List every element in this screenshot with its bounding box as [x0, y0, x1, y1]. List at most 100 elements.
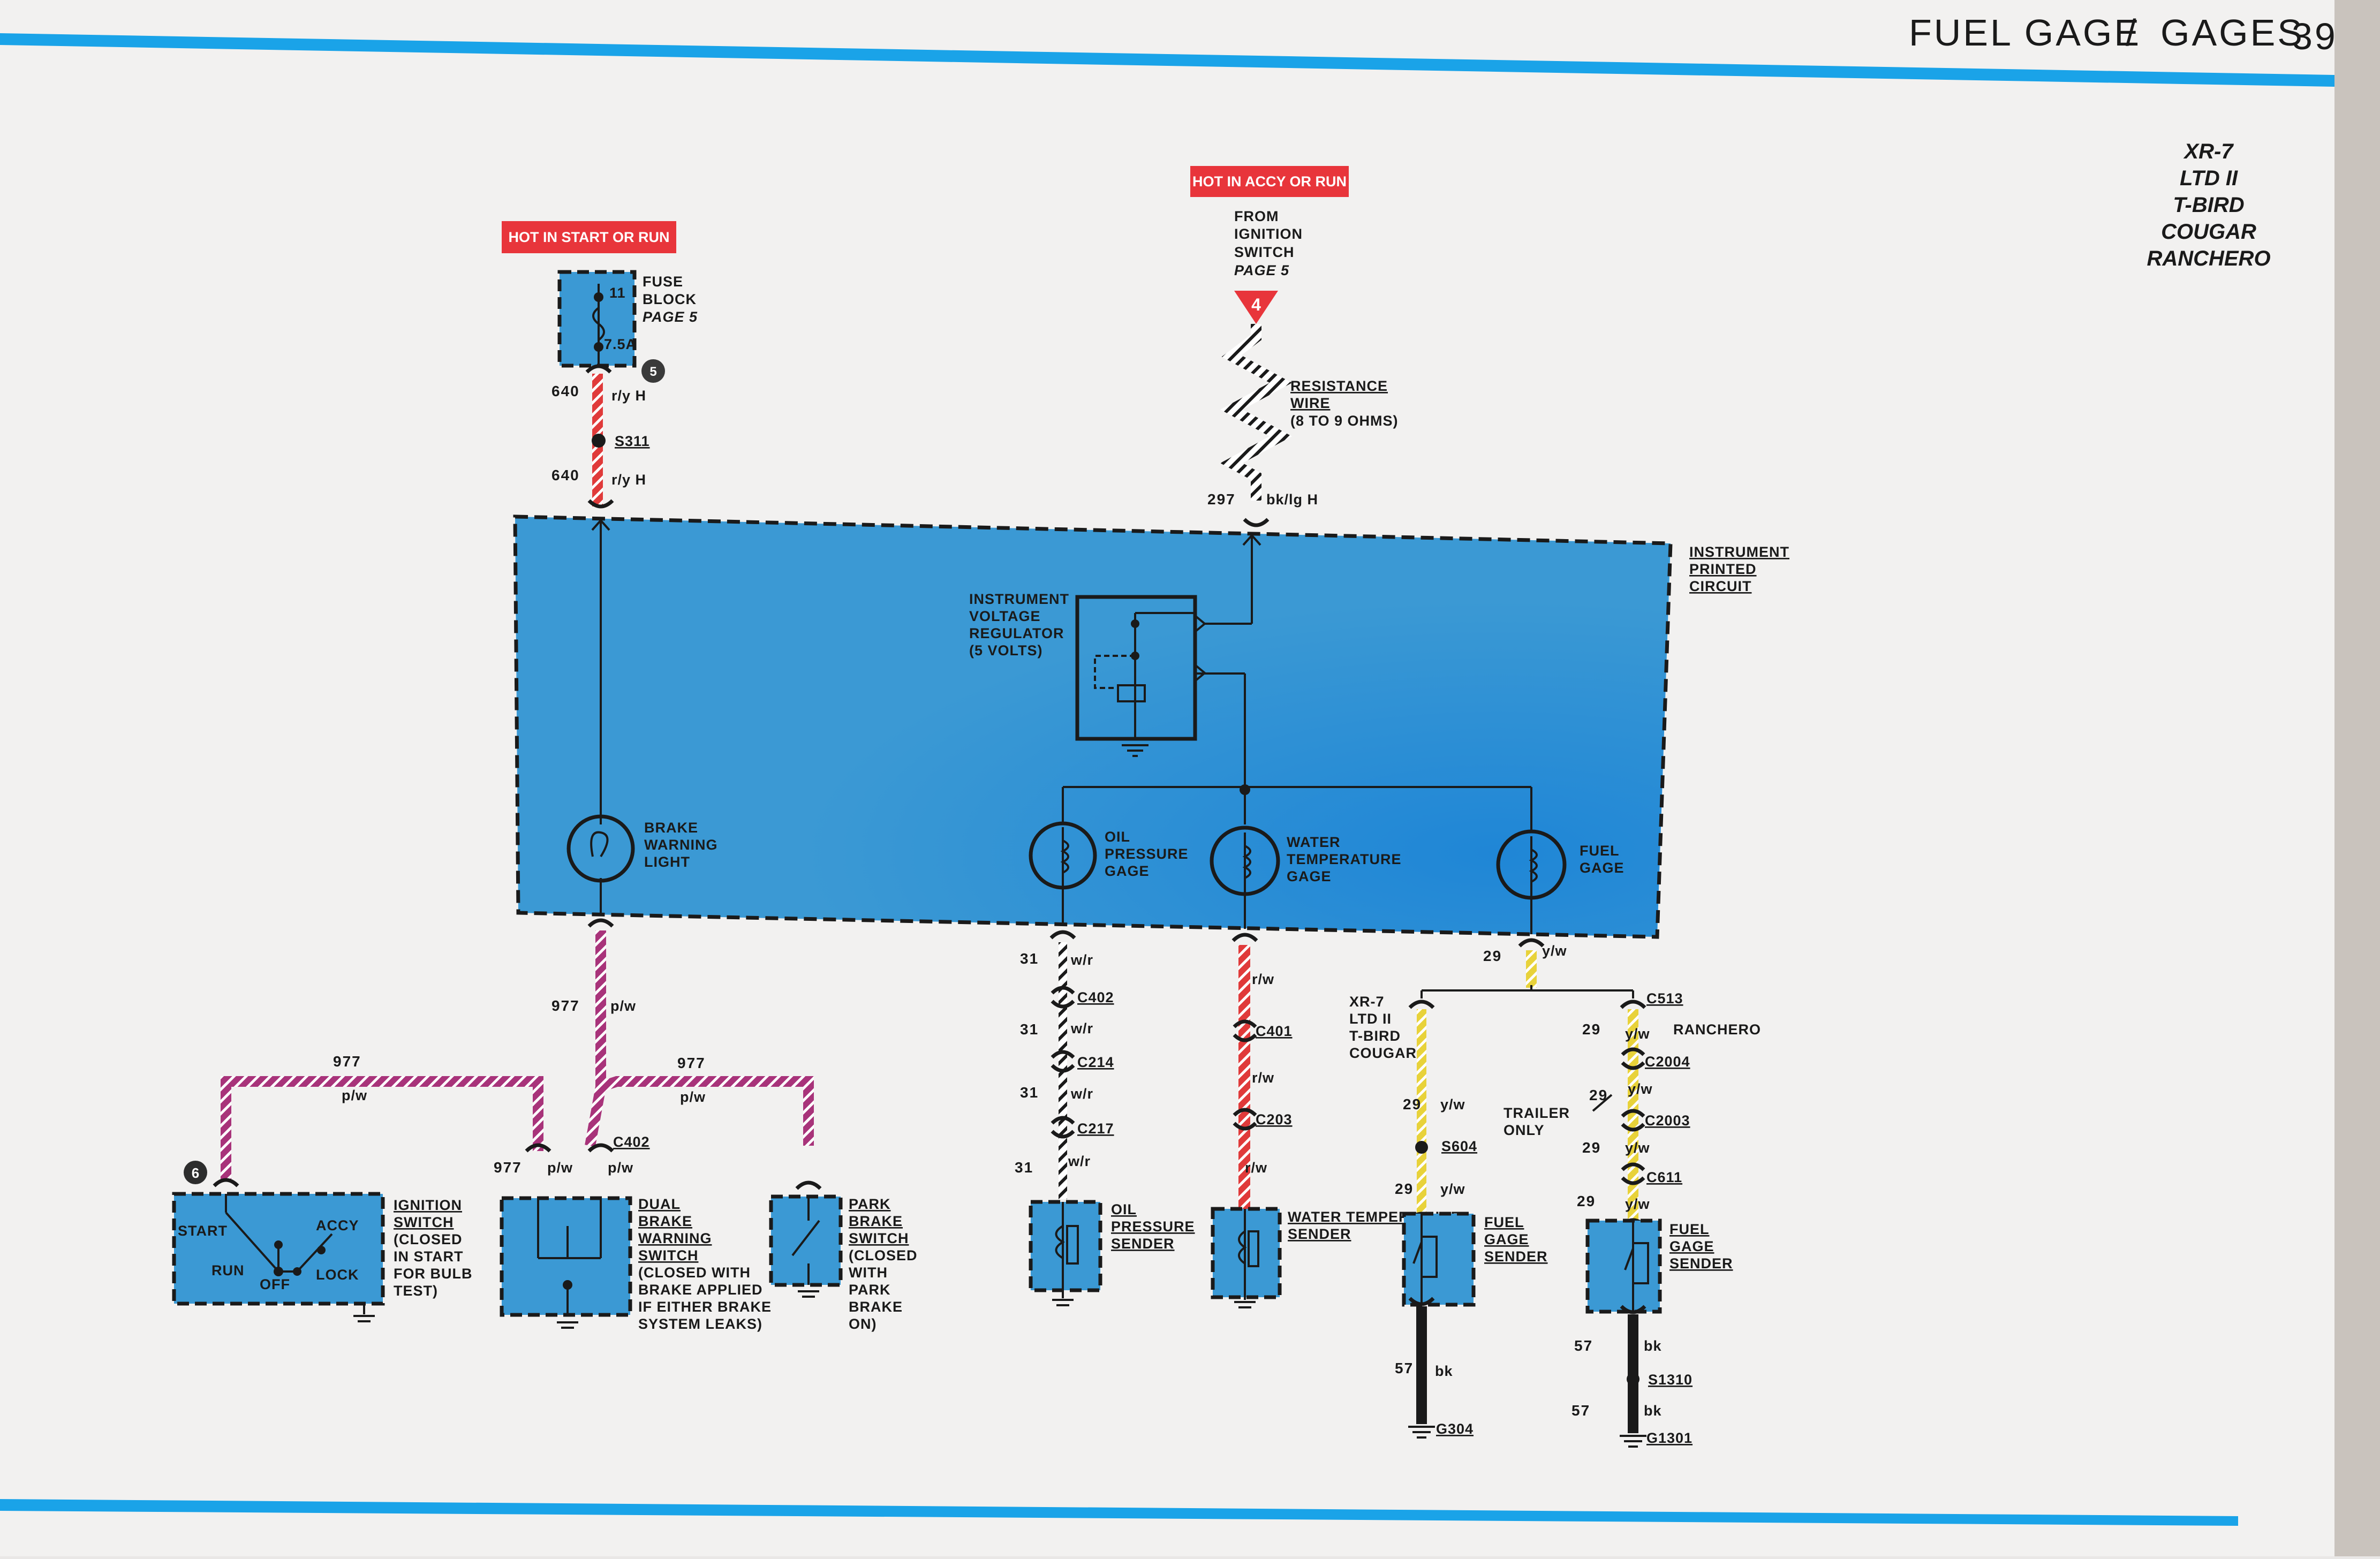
ignition-switch-label-5: FOR BULB	[394, 1266, 472, 1282]
header-rule	[0, 33, 2334, 87]
splice-s1310: S1310	[1648, 1372, 1693, 1388]
wire-31-b-color: w/r	[1070, 1020, 1093, 1036]
ign-feed-page-ref: PAGE 5	[1234, 262, 1289, 278]
water-gage-label-2: TEMPERATURE	[1287, 851, 1402, 867]
wire-29-main-number: 29	[1483, 948, 1502, 964]
connector-c2003: C2003	[1645, 1113, 1690, 1129]
oil-gage-label-3: GAGE	[1105, 863, 1150, 879]
park-brake-switch	[769, 1180, 843, 1298]
splice-s311-label: S311	[615, 433, 650, 449]
model-ranchero: RANCHERO	[2147, 247, 2270, 270]
wire-29-main-color: y/w	[1542, 943, 1567, 959]
connector-c217: C217	[1077, 1121, 1114, 1137]
wire-29-xr7-branch	[1415, 1009, 1428, 1215]
ignition-pos-start: START	[178, 1223, 228, 1239]
regulator-label-1: INSTRUMENT	[969, 591, 1069, 607]
splice-s604: S604	[1441, 1138, 1477, 1154]
fuel-gage-label-1: FUEL	[1580, 843, 1620, 859]
wire-31-b-number: 31	[1020, 1021, 1039, 1038]
park-brake-label-1: PARK	[849, 1196, 891, 1212]
wire-640-bottom-color: r/y H	[611, 472, 646, 488]
fuel-sender-a-label-2: GAGE	[1484, 1231, 1529, 1247]
wire-31-c-number: 31	[1020, 1084, 1039, 1101]
footer-rule	[0, 1499, 2238, 1526]
wire-29-trunk	[1408, 950, 1646, 1009]
fuse-block-page-ref: PAGE 5	[643, 309, 698, 325]
dual-brake-label-8: SYSTEM LEAKS)	[638, 1316, 762, 1332]
wire-29-r2-number: 29	[1589, 1087, 1608, 1103]
connector-c214: C214	[1077, 1054, 1114, 1070]
wire-977-right-number: 977	[677, 1055, 706, 1071]
voltage-regulator	[1075, 595, 1207, 757]
ignition-pos-accy: ACCY	[316, 1217, 359, 1233]
park-brake-label-6: PARK	[849, 1282, 891, 1298]
fuse-block-label-2: BLOCK	[643, 291, 697, 307]
fuel-sender-a-label-3: SENDER	[1484, 1248, 1548, 1265]
splice-s311	[592, 434, 606, 448]
wire-640-top-number: 640	[551, 383, 580, 399]
brake-light-label-3: LIGHT	[644, 854, 690, 870]
ign-feed-callout-triangle	[1234, 291, 1278, 324]
ignition-switch	[172, 1178, 385, 1322]
variant-xr7-label-1: XR-7	[1349, 994, 1385, 1010]
wire-31-d-number: 31	[1015, 1159, 1033, 1176]
wire-29-r3-number: 29	[1582, 1139, 1601, 1156]
ign-feed-label-2: IGNITION	[1234, 226, 1303, 242]
wire-57-b	[1620, 1314, 1646, 1448]
wire-57-c-color: bk	[1644, 1403, 1662, 1419]
fuse-callout-badge	[641, 359, 665, 383]
wire-29-r1-color: y/w	[1625, 1026, 1650, 1042]
wire-31-a-color: w/r	[1070, 952, 1093, 968]
dual-brake-label-7: IF EITHER BRAKE	[638, 1299, 772, 1315]
wire-31-a-number: 31	[1020, 950, 1039, 967]
wire-977-drop-color-b: p/w	[608, 1160, 633, 1176]
ignition-switch-label-3: (CLOSED	[394, 1231, 463, 1247]
park-brake-label-7: BRAKE	[849, 1299, 903, 1315]
water-wire-b-color: r/w	[1252, 1070, 1274, 1086]
wire-977-left-color: p/w	[342, 1087, 367, 1103]
connector-c401: C401	[1256, 1023, 1293, 1039]
model-xr7: XR-7	[2183, 140, 2234, 163]
wire-31	[1051, 942, 1075, 1199]
model-tbird: T-BIRD	[2173, 193, 2244, 217]
oil-pressure-gage-icon	[1029, 821, 1097, 890]
park-brake-label-2: BRAKE	[849, 1213, 903, 1229]
water-sender-label-2: SENDER	[1288, 1226, 1351, 1242]
fuel-gage-sender-b	[1585, 1218, 1662, 1314]
resistance-wire-label-2: WIRE	[1290, 395, 1331, 411]
wire-29-r3-color: y/w	[1625, 1140, 1650, 1156]
dual-brake-label-3: WARNING	[638, 1230, 712, 1246]
oil-sender-label-2: PRESSURE	[1111, 1219, 1195, 1235]
park-brake-label-4: (CLOSED	[849, 1247, 918, 1263]
fuel-sender-a-label-1: FUEL	[1484, 1214, 1524, 1230]
oil-sender-label-3: SENDER	[1111, 1236, 1175, 1252]
circuit-connector-pins	[587, 499, 1545, 948]
page-edge	[2334, 0, 2380, 1556]
fuse-rating: 7.5A	[604, 336, 637, 352]
wire-29-a-number: 29	[1403, 1096, 1422, 1113]
water-temperature-gage-icon	[1210, 826, 1280, 896]
connector-c402-oil: C402	[1077, 989, 1114, 1005]
page-number: 39	[2292, 16, 2338, 57]
subsection-title: GAGES	[2160, 12, 2305, 54]
connector-c513: C513	[1646, 990, 1683, 1006]
variant-xr7-label-3: T-BIRD	[1349, 1028, 1401, 1044]
ground-g304: G304	[1436, 1421, 1474, 1437]
ignition-callout-badge	[184, 1161, 207, 1184]
wire-29-b-color: y/w	[1440, 1181, 1465, 1197]
hot-start-run-label: HOT IN START OR RUN	[502, 221, 676, 253]
wire-57-a	[1408, 1306, 1435, 1439]
fuel-gage-sender-a	[1402, 1212, 1476, 1307]
trailer-label-2: ONLY	[1503, 1122, 1545, 1138]
wire-29-r4-color: y/w	[1625, 1196, 1650, 1212]
resistance-wire	[1220, 324, 1292, 501]
fuse-block-label-1: FUSE	[643, 274, 683, 290]
water-wire-c-color: r/w	[1245, 1160, 1267, 1176]
wire-29-r1-number: 29	[1582, 1021, 1601, 1038]
dual-brake-label-4: SWITCH	[638, 1247, 698, 1263]
brake-light-label-2: WARNING	[644, 837, 718, 853]
park-brake-label-5: WITH	[849, 1265, 888, 1281]
wire-297-color: bk/lg H	[1266, 491, 1318, 508]
model-ltd2: LTD II	[2180, 167, 2238, 190]
